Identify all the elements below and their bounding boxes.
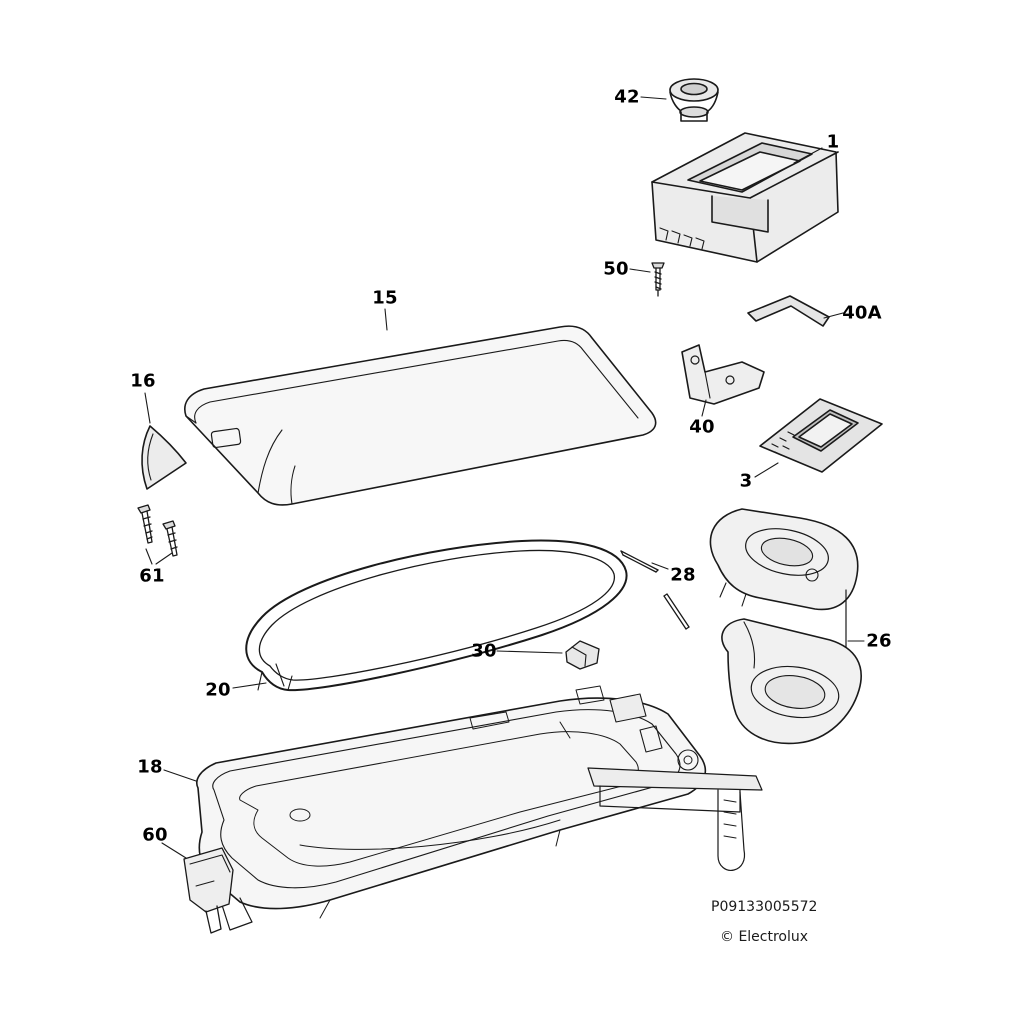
callout-60: 60 — [142, 824, 168, 846]
part-28-pins — [620, 550, 690, 630]
part-26-housing-assembly — [709, 508, 862, 745]
callout-40A: 40A — [842, 302, 882, 324]
part-18-rail — [575, 685, 763, 871]
part-18-base — [196, 697, 707, 931]
callout-28: 28 — [670, 564, 696, 586]
callout-61: 61 — [139, 565, 165, 587]
callout-50: 50 — [603, 258, 629, 280]
callout-3: 3 — [739, 470, 753, 492]
part-40A-bracket — [747, 295, 830, 327]
part-50-screw — [651, 262, 665, 297]
part-15-lid — [184, 325, 657, 506]
part-30-clip — [565, 640, 600, 670]
callout-40: 40 — [689, 416, 715, 438]
callout-15: 15 — [372, 287, 398, 309]
callout-42: 42 — [614, 86, 640, 108]
copyright-text: © Electrolux — [720, 929, 809, 945]
callout-30: 30 — [471, 640, 497, 662]
callout-1: 1 — [826, 131, 840, 153]
part-20-gasket — [245, 539, 628, 692]
callout-18: 18 — [137, 756, 163, 778]
part-1-control-housing — [651, 132, 839, 263]
callout-20: 20 — [205, 679, 231, 701]
callout-26: 26 — [866, 630, 892, 652]
part-3-display-module — [759, 398, 883, 473]
leader-lines — [144, 96, 865, 859]
callout-16: 16 — [130, 370, 156, 392]
part-60-bracket — [183, 847, 234, 934]
part-40-bracket — [681, 344, 765, 405]
part-42-knob — [669, 78, 719, 122]
product-code: P09133005572 — [711, 899, 818, 915]
part-61-screws — [137, 504, 178, 557]
part-16-corner-piece — [141, 425, 187, 490]
